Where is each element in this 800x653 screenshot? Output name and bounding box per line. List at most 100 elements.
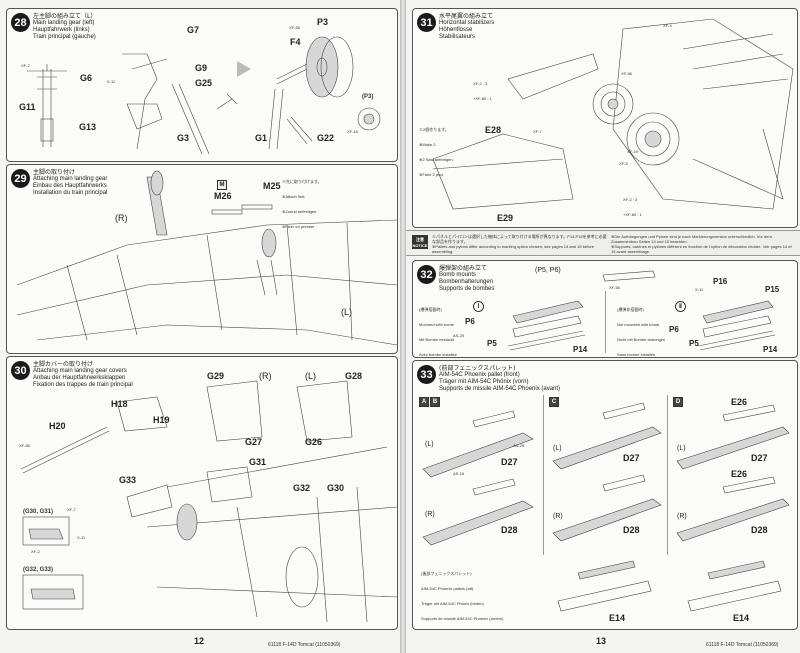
part-label-G28: G28 xyxy=(345,371,363,381)
step-number: 32 xyxy=(417,265,436,284)
side-label-L-1: (L) xyxy=(425,441,434,448)
title-fr: Fixation des trappes de train principal xyxy=(33,382,133,388)
part-label-G13: G13 xyxy=(79,122,97,132)
part-label-G29: G29 xyxy=(207,371,225,381)
attach-first-note: ※先に取り付けます。 ※Attach first. ※Zuerst befest… xyxy=(282,169,322,239)
part-label-G1: G1 xyxy=(255,133,268,143)
paint-XF-56: XF-56 xyxy=(621,71,632,76)
option-divider xyxy=(605,291,606,353)
column-divider-1 xyxy=(543,395,544,555)
part-label-E14-right: E14 xyxy=(733,613,750,623)
option-left-de: Mit Bombe bestückt xyxy=(419,337,455,342)
step-number: 28 xyxy=(11,13,30,32)
part-label-P14-right: P14 xyxy=(763,345,778,354)
step-29-panel: 29 主脚の取り付け Attaching main landing gear E… xyxy=(6,164,398,354)
paint-mix-bottom: XF-2 : 3 +XF-80 : 1 xyxy=(623,187,642,227)
rear-title-fr: Supports de missile AIM-54C Phoenix (arr… xyxy=(421,616,504,621)
title-jp: 左主脚の組み立て（L） xyxy=(33,13,97,20)
part-label-H19: H19 xyxy=(153,415,170,425)
title-jp: 主脚カバーの取り付け xyxy=(33,361,94,368)
step-titles: 水平尾翼の組み立て Horizontal stabilizers Höhenfl… xyxy=(439,13,494,41)
notice-right-text: ※Die Aufhängungen und Pylone sind je nac… xyxy=(611,234,796,254)
step-titles: 爆弾架の組み立て Bomb mounts Bombenhalterungen S… xyxy=(439,265,494,293)
part-label-E28: E28 xyxy=(485,125,502,135)
part-label-P15: P15 xyxy=(765,285,780,294)
step-33-panel: 33 (前部フェニックスパレット) AIM-54C Phoenix pallet… xyxy=(412,360,798,630)
notice-badge: 注意 NOTICE xyxy=(412,235,428,249)
note-en: ※Attach first. xyxy=(282,194,306,199)
phoenix-pallet-drawing xyxy=(422,402,790,612)
note-jp: ※先に取り付けます。 xyxy=(282,179,322,184)
paint-X-11: X-11 xyxy=(77,535,86,540)
option-badge-C: C xyxy=(549,397,559,407)
part-label-E14-left: E14 xyxy=(609,613,626,623)
part-label-D27-D: D27 xyxy=(751,453,768,463)
part-label-M25: M25 xyxy=(263,181,281,191)
box-label-G30-G31: (G30, G31) xyxy=(23,509,54,515)
page-number: 12 xyxy=(194,636,205,646)
option-left-jp: (爆弾搭載時) xyxy=(419,307,442,312)
paint-mix-c: XF-2 : 3 xyxy=(623,197,638,202)
title-de: Bombenhalterungen xyxy=(439,279,494,285)
step-number: 29 xyxy=(11,169,30,188)
paint-mix-top: XF-2 : 3 +XF-80 : 1 xyxy=(473,71,492,111)
make-two-note: ※2個作ります。 ※Make 2. ※2 Satz anfertigen. ※F… xyxy=(419,117,454,187)
binding-gutter xyxy=(400,0,406,653)
part-label-P3: P3 xyxy=(317,17,329,27)
note-de: ※Zuerst befestigen. xyxy=(282,209,318,214)
step-titles: 主脚カバーの取り付け Attaching main landing gear c… xyxy=(33,361,133,389)
side-label-R-1: (R) xyxy=(425,511,435,518)
paint-AS-25: AS-25 xyxy=(513,443,525,448)
option-I-badge: Ⅰ xyxy=(473,301,484,312)
part-label-P6-left: P6 xyxy=(465,317,475,326)
part-label-D28-D: D28 xyxy=(751,525,768,535)
part-label-P5-right: P5 xyxy=(689,339,699,348)
paint-mix-b: +XF-80 : 1 xyxy=(473,96,492,101)
note-fr: ※Fixer en premier xyxy=(282,224,315,229)
title-jp: (前部フェニックスパレット) xyxy=(439,365,516,372)
part-label-F4: F4 xyxy=(290,37,301,47)
notice-left-text: ※パネルとパイロンは選択した機体によって取り付ける場所が異なります。P14,P1… xyxy=(432,234,607,254)
paint-AS-25: AS-25 xyxy=(453,333,465,338)
assembly-arrow xyxy=(237,61,251,77)
paint-XF-56: XF-56 xyxy=(19,443,30,448)
title-jp: 爆弾架の組み立て xyxy=(439,265,488,272)
part-label-H20: H20 xyxy=(49,421,66,431)
part-label-G33: G33 xyxy=(119,475,137,485)
paint-XF-19: XF-19 xyxy=(627,149,638,154)
side-label-L-2: (L) xyxy=(553,445,562,452)
side-label-R-2: (R) xyxy=(553,513,563,520)
title-jp: 主脚の取り付け xyxy=(33,169,76,176)
part-label-E26-top: E26 xyxy=(731,397,748,407)
paint-XF-4: XF-4 xyxy=(663,23,672,28)
gear-leg-drawing xyxy=(27,36,381,155)
option-badge-A: A xyxy=(419,397,429,407)
title-fr: Installation du train principal xyxy=(33,190,108,196)
paint-mix-d: +XF-80 : 1 xyxy=(623,212,642,217)
step-number: 31 xyxy=(417,13,436,32)
page-13: 31 水平尾翼の組み立て Horizontal stabilizers Höhe… xyxy=(406,0,800,653)
title-fr: Stabilisateurs xyxy=(439,34,476,40)
option-right-en: Not mounted with bomb xyxy=(617,322,660,327)
step-31-panel: 31 水平尾翼の組み立て Horizontal stabilizers Höhe… xyxy=(412,8,798,228)
page-12: 28 左主脚の組み立て（L） Main landing gear (left) … xyxy=(0,0,400,653)
side-label-R: (R) xyxy=(259,371,272,381)
part-label-G7: G7 xyxy=(187,25,200,35)
step-titles: 主脚の取り付け Attaching main landing gear Einb… xyxy=(33,169,107,197)
option-left-en: Mounted with bomb xyxy=(419,322,454,327)
note-jp: ※2個作ります。 xyxy=(419,127,449,132)
title-en: Attaching main landing gear covers xyxy=(33,368,127,374)
step-30-panel: 30 主脚カバーの取り付け Attaching main landing gea… xyxy=(6,356,398,630)
title-de: Hauptfahrwerk (links) xyxy=(33,27,90,33)
paint-XF-16: XF-16 xyxy=(347,129,358,134)
part-label-D27-A: D27 xyxy=(501,457,518,467)
side-label-R-3: (R) xyxy=(677,513,687,520)
part-label-P5-P6: (P5, P6) xyxy=(535,267,561,274)
part-label-G3: G3 xyxy=(177,133,190,143)
option-left-text: (爆弾搭載時) Mounted with bomb Mit Bombe best… xyxy=(419,297,457,357)
paint-X-11: X-11 xyxy=(107,79,116,84)
stabilizer-drawing xyxy=(432,18,794,210)
option-left-fr: Avec bombe installée xyxy=(419,352,457,357)
part-label-G26: G26 xyxy=(305,437,323,447)
